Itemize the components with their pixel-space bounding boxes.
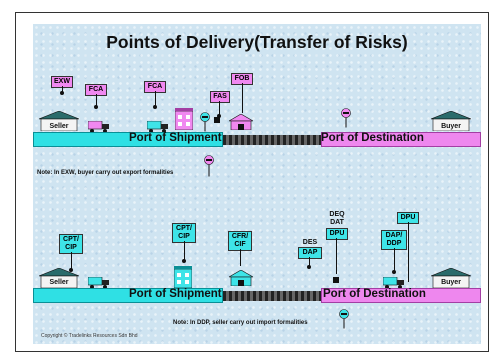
- seller-label: Seller: [49, 123, 69, 130]
- term-cfr-cif: CFR/ CIF: [228, 231, 252, 251]
- port-of-shipment-label: Port of Shipment: [129, 288, 222, 300]
- buyer-building: [431, 268, 471, 288]
- term-deq-dat: DEQ DAT: [329, 211, 345, 226]
- term-des: DES: [302, 239, 318, 246]
- cargo-box-icon: [333, 277, 339, 283]
- term-dot: [182, 259, 186, 263]
- sea-route: [223, 291, 321, 301]
- slide-title: Points of Delivery(Transfer of Risks): [106, 32, 408, 52]
- port-of-destination-label: Port of Destination: [321, 132, 424, 144]
- term-dot: [94, 105, 98, 109]
- copyright: Copyright © Tradelinks Resources Sdn Bhd: [41, 333, 138, 339]
- shipment-bar: [33, 132, 223, 147]
- port-of-shipment-label: Port of Shipment: [129, 132, 222, 144]
- term-dot: [392, 270, 396, 274]
- seller-building: [39, 111, 79, 131]
- term-pole: [309, 257, 310, 267]
- term-dot: [60, 91, 64, 95]
- warehouse-icon: [174, 266, 192, 288]
- term-pole: [71, 252, 72, 269]
- term-fas: FAS: [210, 91, 230, 103]
- term-cpt-cip-2: CPT/ CIP: [172, 223, 196, 243]
- note-exw: Note: In EXW, buyer carry out export for…: [37, 170, 174, 176]
- shipment-bar: [33, 288, 223, 303]
- term-dot: [217, 114, 221, 118]
- port-building-icon: [229, 114, 253, 130]
- term-pole: [394, 248, 395, 272]
- term-pole: [96, 94, 97, 106]
- term-dot: [69, 268, 73, 272]
- port-of-destination-label: Port of Destination: [323, 288, 426, 300]
- slide: Points of Delivery(Transfer of Risks) EX…: [33, 24, 481, 344]
- term-dpu-1: DPU: [326, 228, 348, 240]
- term-cpt-cip-1: CPT/ CIP: [59, 234, 83, 254]
- buyer-building: [431, 111, 471, 131]
- note-ddp: Note: In DDP, seller carry out import fo…: [173, 320, 308, 326]
- seller-building: [39, 268, 79, 288]
- port-building-icon: [229, 270, 253, 286]
- term-pole: [219, 101, 220, 115]
- destination-bar: [321, 132, 481, 147]
- term-pole: [184, 241, 185, 260]
- term-dap: DAP: [298, 247, 322, 259]
- customs-sign-icon: [200, 112, 210, 132]
- buyer-label: Buyer: [441, 279, 461, 286]
- term-pole: [242, 83, 243, 113]
- customs-sign-icon: [341, 108, 351, 128]
- term-pole: [155, 91, 156, 106]
- term-pole: [62, 86, 63, 92]
- term-pole: [408, 222, 409, 282]
- term-dap-ddp: DAP/ DDP: [381, 230, 407, 250]
- seller-label: Seller: [49, 279, 69, 286]
- customs-sign-icon: [204, 155, 214, 177]
- customs-sign-icon: [339, 309, 349, 329]
- term-dot: [307, 265, 311, 269]
- sea-route: [223, 135, 321, 145]
- term-dot: [153, 105, 157, 109]
- destination-bar: [321, 288, 481, 303]
- term-fca-2: FCA: [144, 81, 166, 93]
- buyer-label: Buyer: [441, 123, 461, 130]
- warehouse-icon: [175, 108, 193, 130]
- term-pole: [336, 238, 337, 274]
- term-pole: [240, 249, 241, 266]
- cargo-box-icon: [214, 117, 220, 123]
